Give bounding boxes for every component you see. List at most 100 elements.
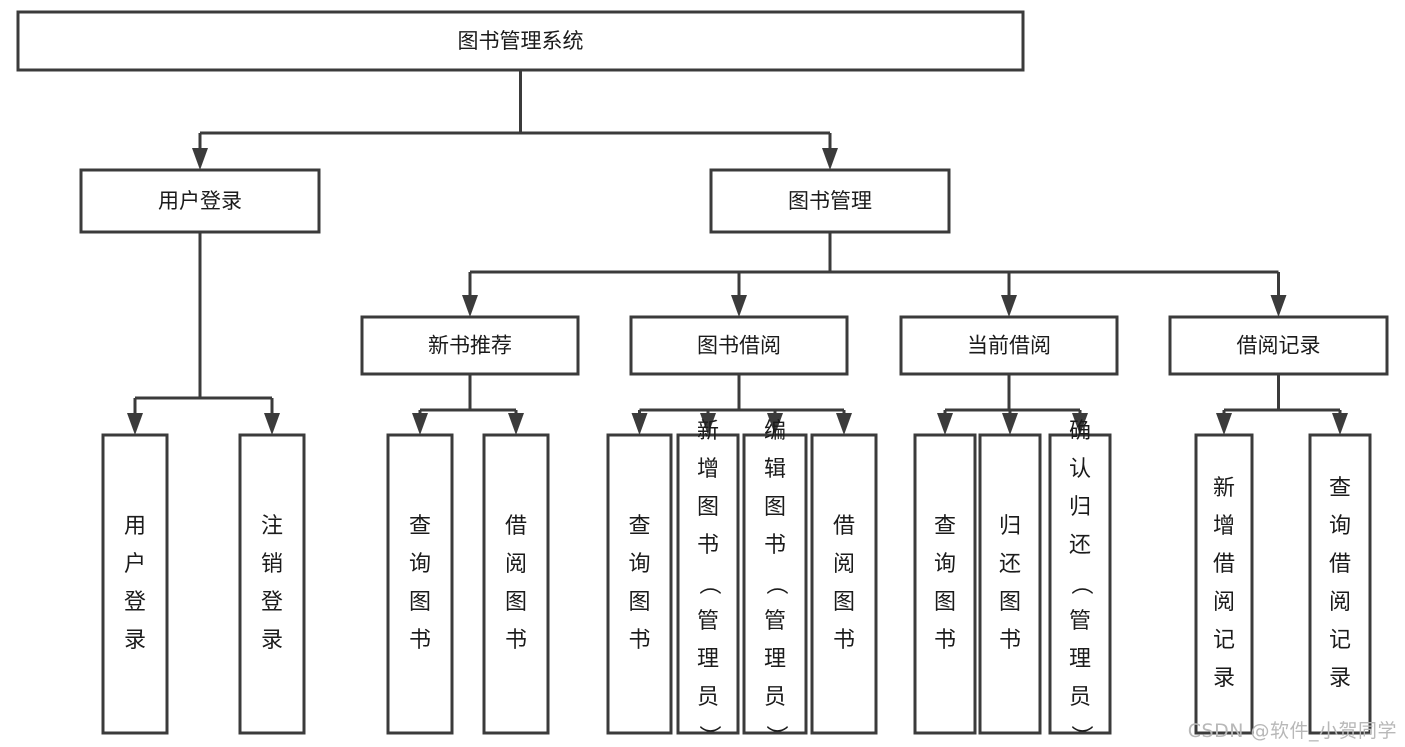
node-label-char: ）	[696, 725, 721, 747]
node-book-borrow[interactable]: 图书借阅	[629, 315, 849, 376]
node-label-char: 图	[505, 590, 527, 615]
node-label-char: 编	[764, 419, 786, 444]
node-label-char: 理	[764, 647, 786, 672]
arrow-icon-leaf-query-borrow-record	[1332, 413, 1348, 435]
node-box-root	[16, 10, 1025, 72]
node-new-book-recommend[interactable]: 新书推荐	[360, 315, 580, 376]
node-label-char: 书	[764, 533, 786, 558]
node-label-char: 户	[124, 552, 146, 577]
node-label-char: 书	[833, 628, 855, 653]
node-label-char: 管	[1069, 609, 1091, 634]
node-box-leaf-logout-login	[238, 433, 306, 735]
node-box-current-borrow	[899, 315, 1119, 376]
node-box-book-manage	[709, 168, 951, 234]
node-label-char: 书	[505, 628, 527, 653]
node-label-char: 借	[1329, 552, 1351, 577]
node-label-char: 书	[628, 628, 650, 653]
node-label-char: 销	[261, 552, 283, 577]
arrow-icon-leaf-query-book-new	[412, 413, 428, 435]
node-label-char: 图	[697, 495, 719, 520]
node-book-manage[interactable]: 图书管理	[709, 168, 951, 234]
node-label-char: 还	[1069, 533, 1091, 558]
node-label-char: 登	[124, 590, 146, 615]
node-label-char: 查	[934, 514, 956, 539]
node-label-char: （	[696, 573, 721, 595]
node-label-char: 管	[697, 609, 719, 634]
node-label-char: 图	[764, 495, 786, 520]
node-box-new-book-recommend	[360, 315, 580, 376]
node-label-char: 图	[999, 590, 1021, 615]
node-label-char: 询	[409, 552, 431, 577]
node-label-char: 阅	[1213, 590, 1235, 615]
node-box-leaf-borrow-book-new	[482, 433, 550, 735]
arrow-icon-borrow-record	[1270, 295, 1287, 317]
node-label-char: 新	[1213, 476, 1235, 501]
node-borrow-record[interactable]: 借阅记录	[1168, 315, 1389, 376]
node-box-book-borrow	[629, 315, 849, 376]
node-label-char: 新	[697, 419, 719, 444]
node-label-new-book-recommend: 新书推荐	[428, 334, 512, 358]
node-box-leaf-add-book-admin	[676, 433, 740, 735]
node-label-char: 书	[409, 628, 431, 653]
node-label-char: 理	[697, 647, 719, 672]
node-box-leaf-query-book-new	[386, 433, 454, 735]
arrow-icon-leaf-edit-book-admin	[767, 413, 783, 435]
node-root[interactable]: 图书管理系统	[16, 10, 1025, 72]
watermark-label: CSDN @软件_小贺同学	[1187, 720, 1397, 742]
node-current-borrow[interactable]: 当前借阅	[899, 315, 1119, 376]
node-label-char: 阅	[505, 552, 527, 577]
node-label-char: 询	[934, 552, 956, 577]
arrow-icon-leaf-logout-login	[264, 413, 280, 435]
node-label-char: （	[763, 573, 788, 595]
arrow-icon-leaf-add-borrow-record	[1216, 413, 1232, 435]
node-label-char: 图	[934, 590, 956, 615]
node-label-char: 记	[1329, 628, 1351, 653]
node-label-char: （	[1068, 573, 1093, 595]
node-label-char: 记	[1213, 628, 1235, 653]
node-user-login[interactable]: 用户登录	[79, 168, 321, 234]
node-label-char: 员	[697, 685, 719, 710]
node-label-current-borrow: 当前借阅	[967, 334, 1051, 358]
node-box-leaf-return-book	[978, 433, 1042, 735]
node-label-user-login: 用户登录	[158, 189, 242, 213]
node-box-leaf-query-borrow-record	[1308, 433, 1372, 735]
arrow-icon-leaf-confirm-return-admin	[1072, 413, 1088, 435]
node-layer: 图书管理系统用户登录图书管理新书推荐图书借阅当前借阅借阅记录用户登录注销登录查询…	[16, 10, 1389, 747]
node-box-leaf-query-book-borrow	[606, 433, 673, 735]
node-label-char: 员	[764, 685, 786, 710]
node-label-char: 增	[1213, 514, 1235, 539]
connector-layer	[127, 70, 1348, 435]
node-label-char: 管	[764, 609, 786, 634]
arrow-icon-leaf-query-book-borrow	[631, 413, 648, 435]
arrow-icon-leaf-query-book-current	[937, 413, 953, 435]
node-label-char: 借	[1213, 552, 1235, 577]
arrow-icon-book-borrow	[731, 295, 747, 317]
node-label-char: 询	[628, 552, 650, 577]
node-box-leaf-user-login	[101, 433, 169, 735]
node-label-char: 录	[1213, 666, 1235, 691]
node-box-user-login	[79, 168, 321, 234]
node-leaf-user-login[interactable]: 用户登录	[101, 433, 169, 735]
